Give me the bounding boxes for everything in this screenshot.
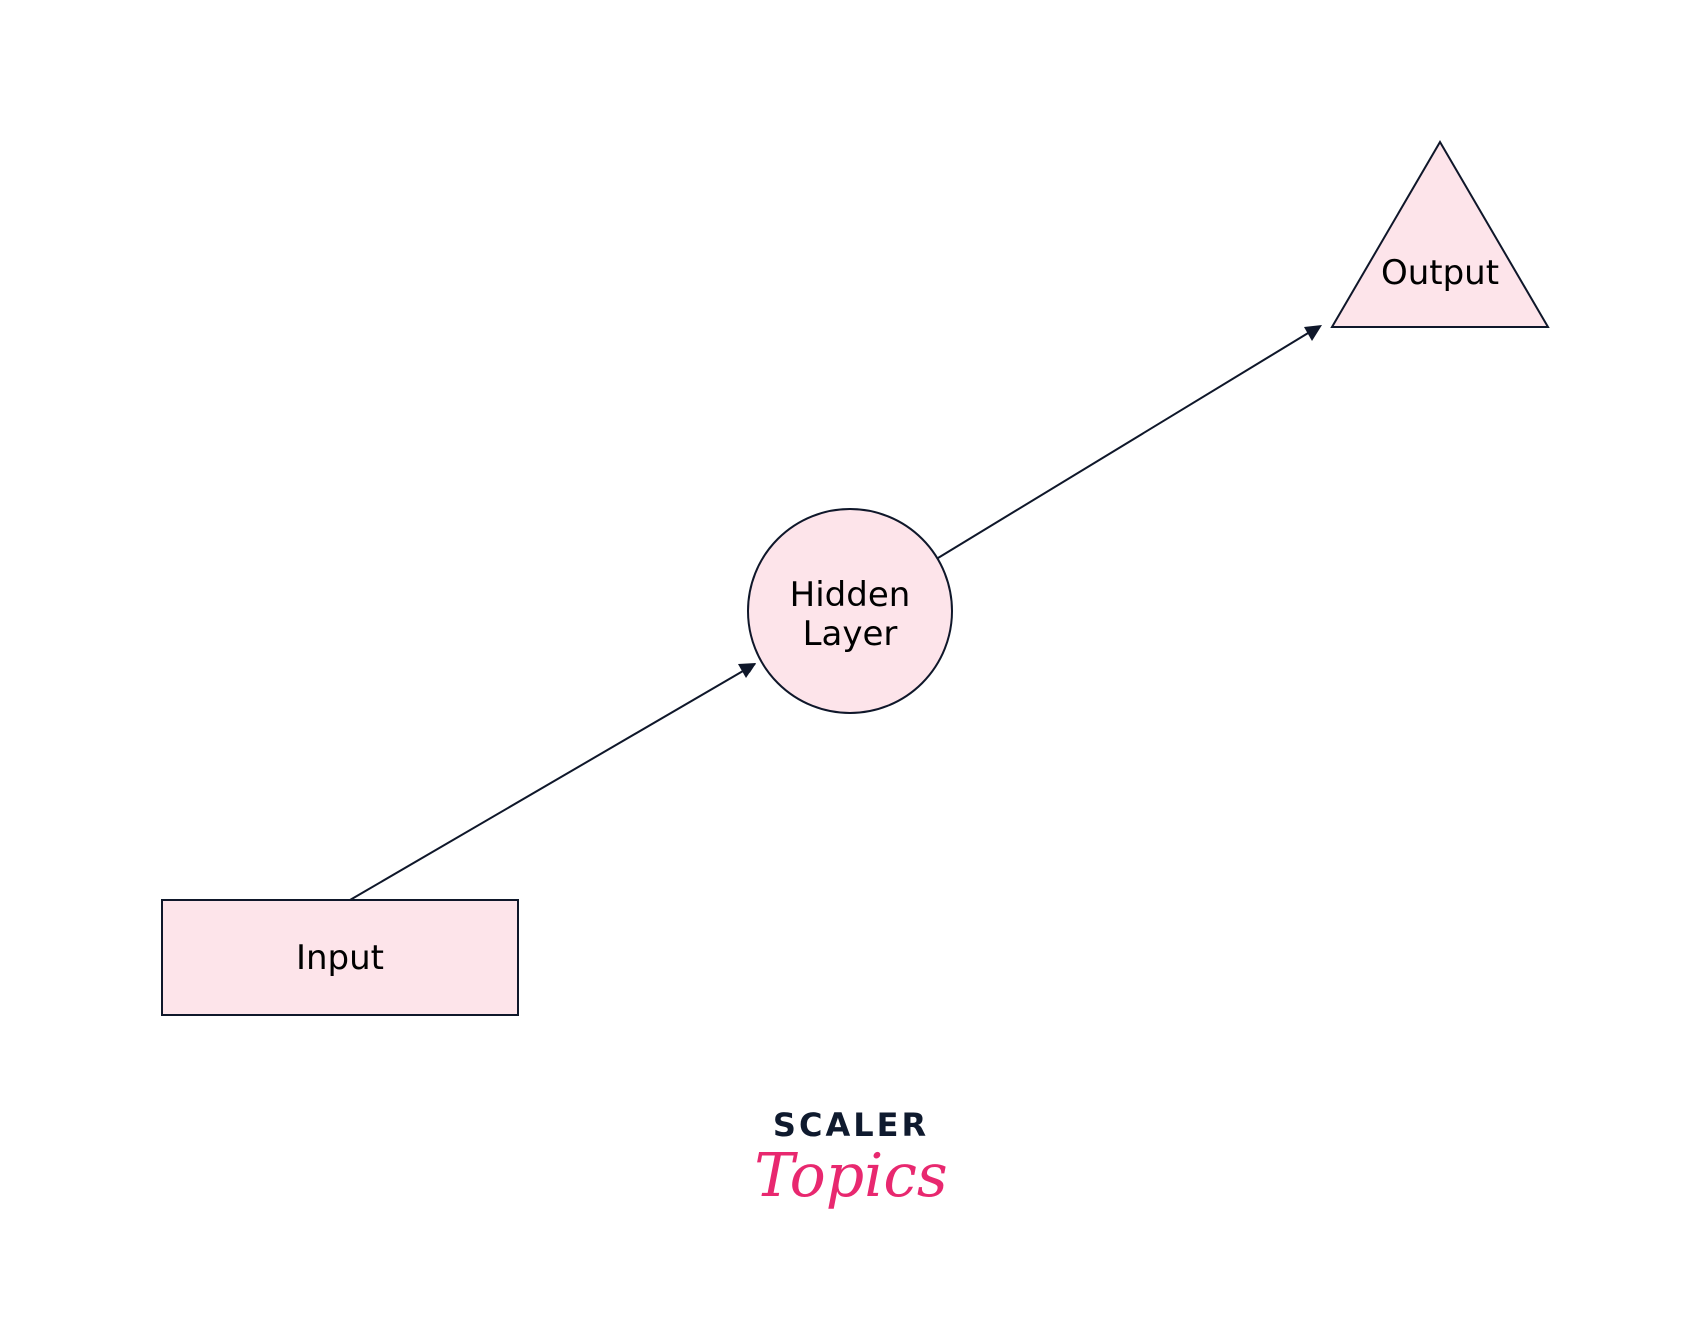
node-input: Input <box>161 899 519 1016</box>
arrowhead-output-icon <box>1304 325 1322 341</box>
scaler-topics-logo: SCALER Topics <box>754 1106 947 1211</box>
edge-input-to-hidden <box>349 663 756 901</box>
node-input-label: Input <box>296 938 384 978</box>
node-hidden-label-line2: Layer <box>803 614 898 654</box>
node-hidden-label-line1: Hidden <box>790 575 911 615</box>
node-output-label: Output <box>1381 253 1499 293</box>
edge-hidden-to-output <box>937 326 1319 559</box>
arrowhead-hidden-icon <box>738 663 756 678</box>
node-output: Output <box>1330 140 1550 328</box>
logo-scaler-text: SCALER <box>773 1106 929 1144</box>
logo-topics-text: Topics <box>754 1141 947 1211</box>
node-hidden-layer: Hidden Layer <box>747 508 953 714</box>
